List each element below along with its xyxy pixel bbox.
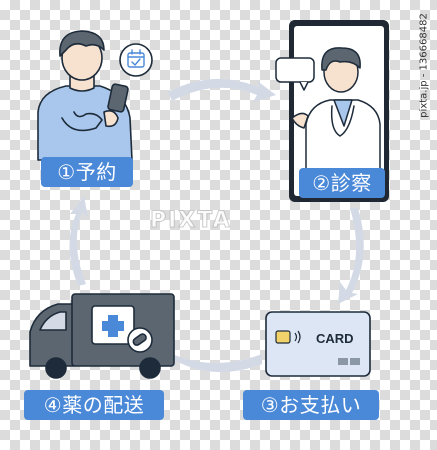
calendar-bubble [119, 43, 153, 77]
doctor-phone-illustration [275, 20, 389, 202]
image-credit: pixta.jp - 136668482 [418, 13, 430, 118]
truck-wheel-front [45, 357, 67, 379]
arrow-reserve-to-consult [168, 78, 276, 102]
delivery-truck-illustration [29, 293, 175, 379]
stethoscope [330, 105, 355, 137]
arrow-consult-to-payment [338, 208, 364, 304]
smartphone [107, 83, 129, 113]
card-text: CARD [316, 331, 354, 346]
truck-wheel-rear [139, 357, 161, 379]
man-with-phone-illustration [37, 30, 153, 161]
doctor-shirt [333, 99, 353, 127]
man-hair [59, 30, 105, 57]
step-label-reservation: ①予約 [41, 157, 133, 187]
step-label-payment: ③お支払い [243, 390, 379, 420]
truck-cab [29, 303, 75, 367]
credit-card-illustration: CARD [265, 311, 371, 377]
calendar-check-icon [127, 49, 145, 68]
doctor-hair [321, 47, 361, 71]
step-label-delivery: ④薬の配送 [24, 390, 164, 420]
doctor-hand [291, 112, 309, 129]
watermark: PIXTA [150, 208, 232, 234]
medicine-box-icon [91, 305, 135, 345]
step-label-consultation: ②診察 [299, 168, 385, 198]
card-chip-icon [275, 330, 291, 344]
contactless-icon [294, 330, 301, 344]
cycle-arrows [69, 78, 364, 373]
doctor-coat [305, 99, 381, 171]
speech-bubble [275, 57, 315, 83]
arrow-delivery-to-reserve [69, 196, 88, 286]
arrow-payment-to-delivery [155, 346, 262, 373]
truck-window [39, 311, 67, 331]
man-hand [103, 110, 119, 128]
man-arm [61, 111, 103, 132]
capsule-icon [127, 327, 153, 353]
